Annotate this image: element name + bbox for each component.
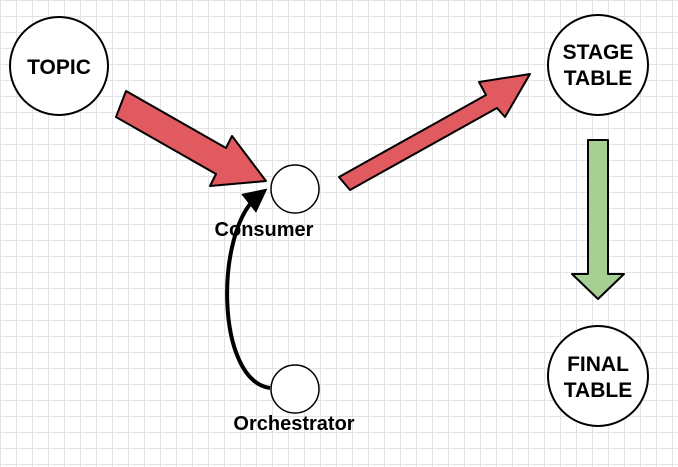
node-topic[interactable]: TOPIC [9,16,109,116]
arrow-topic-to-consumer [115,90,267,187]
node-stage-table-label-line2: TABLE [564,67,632,90]
node-consumer-label: Consumer [215,219,314,241]
node-final-table-label-line1: FINAL [567,353,629,376]
node-orchestrator-label: Orchestrator [233,413,354,435]
node-orchestrator[interactable] [270,364,320,414]
node-final-table[interactable]: FINAL TABLE [547,325,649,427]
node-stage-table-label-line1: STAGE [563,41,634,64]
arrow-consumer-to-stage-table [338,73,531,191]
node-final-table-label-line2: TABLE [564,379,632,402]
arrow-orchestrator-to-consumer [225,188,271,390]
arrow-stage-to-final-table [571,139,625,300]
node-topic-label: TOPIC [27,56,91,79]
node-stage-table[interactable]: STAGE TABLE [547,14,649,116]
node-consumer[interactable] [270,164,320,214]
